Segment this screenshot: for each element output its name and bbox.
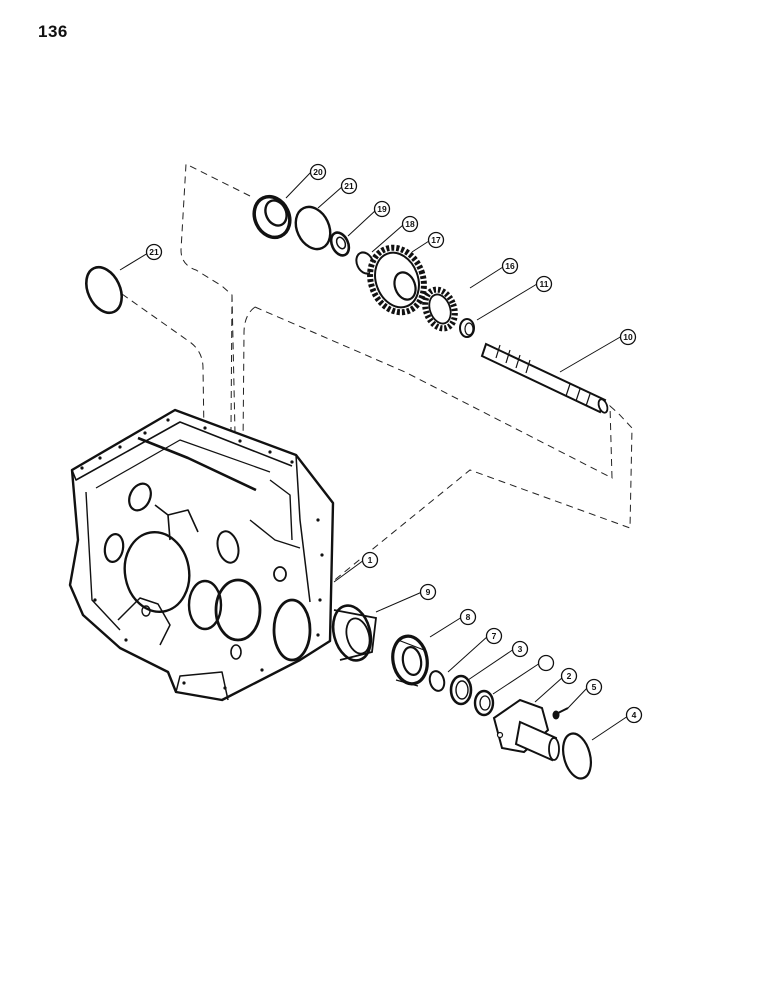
part-19-washer	[329, 231, 351, 257]
callout-18: 18	[401, 215, 419, 233]
callout-6: 6	[537, 654, 555, 672]
callout-5: 5	[585, 678, 603, 696]
leader-lines	[119, 170, 629, 741]
callout-5-label: 5	[592, 682, 597, 692]
callout-21-left-label: 21	[149, 247, 159, 257]
part-7-snap-ring	[428, 670, 446, 692]
part-16-small-gear	[422, 286, 458, 332]
page-number: 136	[38, 22, 68, 41]
callout-17-label: 17	[431, 235, 441, 245]
part-21-snap-ring-upper	[294, 205, 332, 251]
callout-9: 9	[419, 583, 437, 601]
callout-21-upper-label: 21	[344, 181, 354, 191]
callout-4-label: 4	[632, 710, 637, 720]
transmission-housing	[68, 408, 335, 702]
callout-20-label: 20	[313, 167, 323, 177]
callout-16: 16	[501, 257, 519, 275]
part-20-bearing	[252, 194, 292, 240]
housing-bolt-holes	[80, 418, 324, 690]
part-9-retainer	[331, 604, 377, 662]
callout-11-label: 11	[540, 279, 549, 289]
callout-2-label: 2	[567, 671, 572, 681]
callout-1-label: 1	[368, 555, 373, 565]
callout-18-label: 18	[405, 219, 415, 229]
callout-7: 7	[485, 627, 503, 645]
part-8-bearing	[391, 634, 429, 687]
callout-1: 1	[361, 551, 379, 569]
callout-16-label: 16	[505, 261, 515, 271]
callout-20: 20	[309, 163, 327, 181]
callout-17: 17	[427, 231, 445, 249]
callout-9-label: 9	[426, 587, 431, 597]
callout-8: 8	[459, 608, 477, 626]
part-11-bushing	[459, 318, 475, 338]
callout-10: 10	[619, 328, 637, 346]
callouts: 20 21 19 18 17 16 11 10	[145, 163, 643, 724]
callout-2: 2	[560, 667, 578, 685]
callout-21-upper: 21	[340, 177, 358, 195]
callout-3: 3	[511, 640, 529, 658]
callout-19: 19	[373, 200, 391, 218]
part-10-shaft	[480, 342, 609, 414]
callout-7-label: 7	[492, 631, 497, 641]
callout-11: 11	[535, 275, 553, 293]
callout-19-label: 19	[377, 204, 387, 214]
part-17-large-gear	[367, 244, 427, 316]
part-2-cap	[492, 698, 560, 762]
callout-8-label: 8	[466, 612, 471, 622]
part-3-washer	[449, 674, 473, 706]
part-5-screw	[552, 707, 569, 720]
callout-3-label: 3	[518, 644, 523, 654]
part-21-snap-ring-left	[85, 265, 123, 315]
callout-4: 4	[625, 706, 643, 724]
callout-21-left: 21	[145, 243, 163, 261]
part-6-seal	[473, 689, 495, 717]
callout-10-label: 10	[623, 332, 633, 342]
part-4-o-ring	[562, 732, 592, 780]
